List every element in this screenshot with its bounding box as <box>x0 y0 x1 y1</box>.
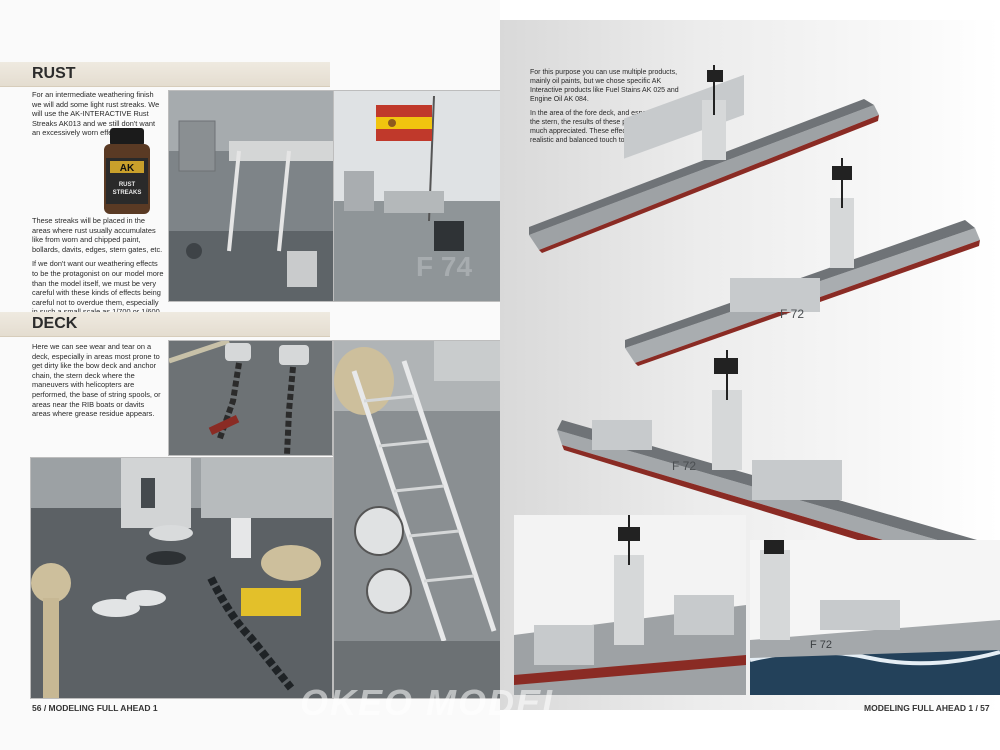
left-page: RUST For an intermediate weathering fini… <box>0 62 500 713</box>
bottle-label-line2: STREAKS <box>113 190 142 196</box>
ship-2-hull-number: F 72 <box>780 307 804 321</box>
right-page-footer: MODELING FULL AHEAD 1 / 57 <box>864 703 990 713</box>
deck-heading-bar: DECK <box>0 312 330 337</box>
photo-hull-davit <box>168 90 334 302</box>
photo-fore-deck <box>30 457 333 699</box>
photo-ladder <box>333 340 500 699</box>
deck-paragraph-1: Here we can see wear and tear on a deck,… <box>32 342 161 419</box>
rust-intro-text: For an intermediate weathering finish we… <box>32 90 164 143</box>
photo-flag-superstructure: F 74 <box>333 90 500 302</box>
left-page-footer: 56 / MODELING FULL AHEAD 1 <box>32 703 158 713</box>
bottle-illustration: AK RUST STREAKS <box>104 128 150 214</box>
rust-heading: RUST <box>32 65 76 82</box>
watermark-text: OKEO MODEL <box>300 682 567 723</box>
rust-paragraph-2: These streaks will be placed in the area… <box>32 216 163 254</box>
right-paragraph-1: For this purpose you can use multiple pr… <box>530 69 679 103</box>
right-page: For this purpose you can use multiple pr… <box>500 0 1000 750</box>
deck-heading: DECK <box>32 315 78 332</box>
ship-at-sea-photo: F 72 <box>750 540 1000 695</box>
rust-paragraph-3: If we don't want our weathering effects … <box>32 259 164 316</box>
bottle-brand: AK <box>120 163 135 174</box>
rust-heading-bar: RUST <box>0 62 330 87</box>
bottle-label-line1: RUST <box>119 182 136 188</box>
right-paragraph-2: In the area of the fore deck, and especi… <box>530 110 673 144</box>
ship-model-2: F 72 <box>620 158 985 368</box>
right-body-text: For this purpose you can use multiple pr… <box>530 68 680 150</box>
ship-model-1 <box>524 55 884 255</box>
photo-anchor-chain <box>168 340 333 456</box>
ship-detail-photo <box>514 515 746 695</box>
rust-streaks-bottle: AK RUST STREAKS <box>96 128 158 216</box>
ship-5-hull-number: F 72 <box>810 639 832 651</box>
deck-body-text: Here we can see wear and tear on a deck,… <box>32 342 164 424</box>
rust-body-text: These streaks will be placed in the area… <box>32 216 164 322</box>
ship-3-hull-number: F 72 <box>672 459 696 473</box>
rust-paragraph-1: For an intermediate weathering finish we… <box>32 90 160 138</box>
photo-hull-number: F 74 <box>416 251 472 282</box>
